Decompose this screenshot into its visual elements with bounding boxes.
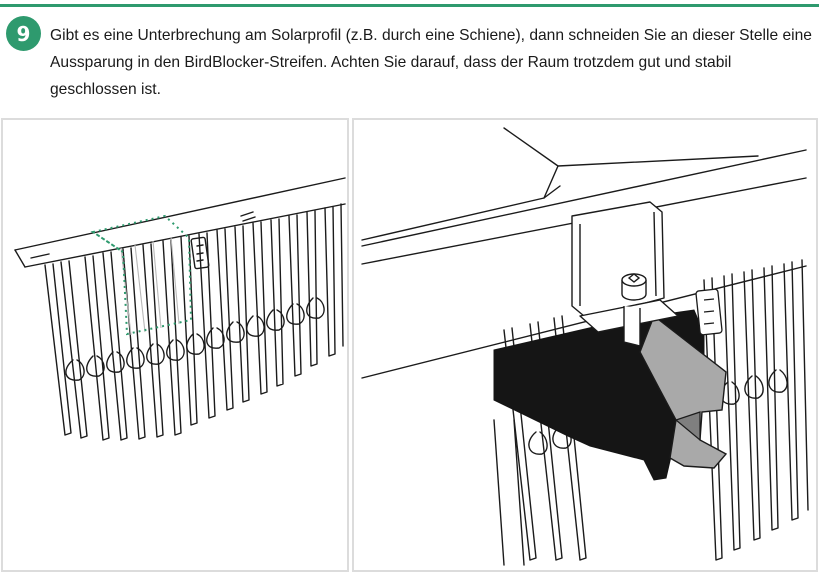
header-accent-rule: [0, 4, 819, 7]
illustration-right-panel: [352, 118, 818, 572]
birdblocker-strip-cutout-illustration: [14, 177, 346, 441]
clamp-bolt: [621, 273, 647, 347]
bristle-group: [44, 203, 344, 441]
rail-clamp-over-strip-illustration: [361, 127, 809, 566]
illustration-left-panel: [1, 118, 349, 572]
frame-profile-top: [361, 149, 807, 247]
panel-frame-top: [503, 127, 759, 167]
instruction-text: Gibt es eine Unterbrechung am Solarprofi…: [50, 27, 812, 98]
cutout-dotted-outline: [90, 214, 193, 336]
clamp-bracket: [571, 201, 665, 317]
cutout-region-ghost: [120, 236, 180, 336]
strip-slot: [30, 253, 50, 259]
end-clamp-profile: [639, 314, 728, 469]
strip-end: [14, 249, 26, 268]
strip-top-edge: [14, 177, 346, 251]
strip-clip-tag: [695, 288, 723, 336]
step-number-badge: 9: [6, 16, 41, 51]
strip-clip-tag: [190, 236, 210, 270]
loop-row: [65, 297, 325, 381]
strip-front-edge: [24, 203, 346, 268]
